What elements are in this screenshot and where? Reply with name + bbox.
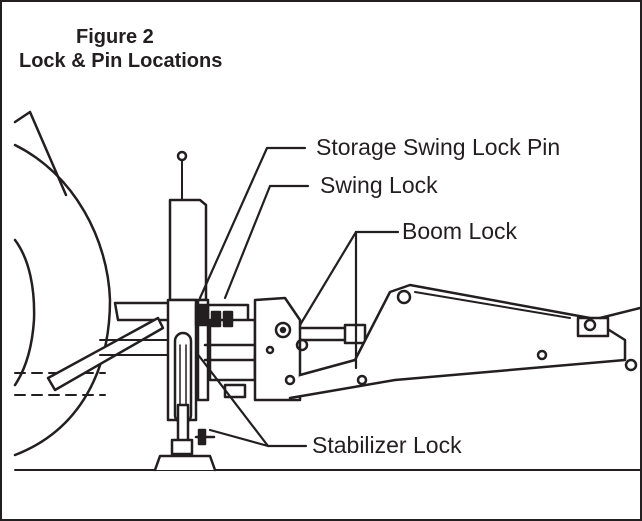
boom-mount	[253, 296, 309, 402]
figure-number: Figure 2	[76, 26, 154, 48]
figure-title: Lock & Pin Locations	[19, 50, 223, 72]
label-swing-lock: Swing Lock	[320, 172, 438, 198]
label-boom-lock: Boom Lock	[402, 218, 518, 244]
stabilizer-tower	[153, 150, 217, 472]
hitch-frame	[46, 301, 174, 392]
tractor-tire	[13, 110, 112, 457]
boom-arm	[288, 283, 642, 400]
label-stabilizer-lock: Stabilizer Lock	[312, 432, 462, 458]
label-storage-swing-lock-pin: Storage Swing Lock Pin	[316, 134, 561, 160]
leader-lines	[194, 146, 400, 448]
